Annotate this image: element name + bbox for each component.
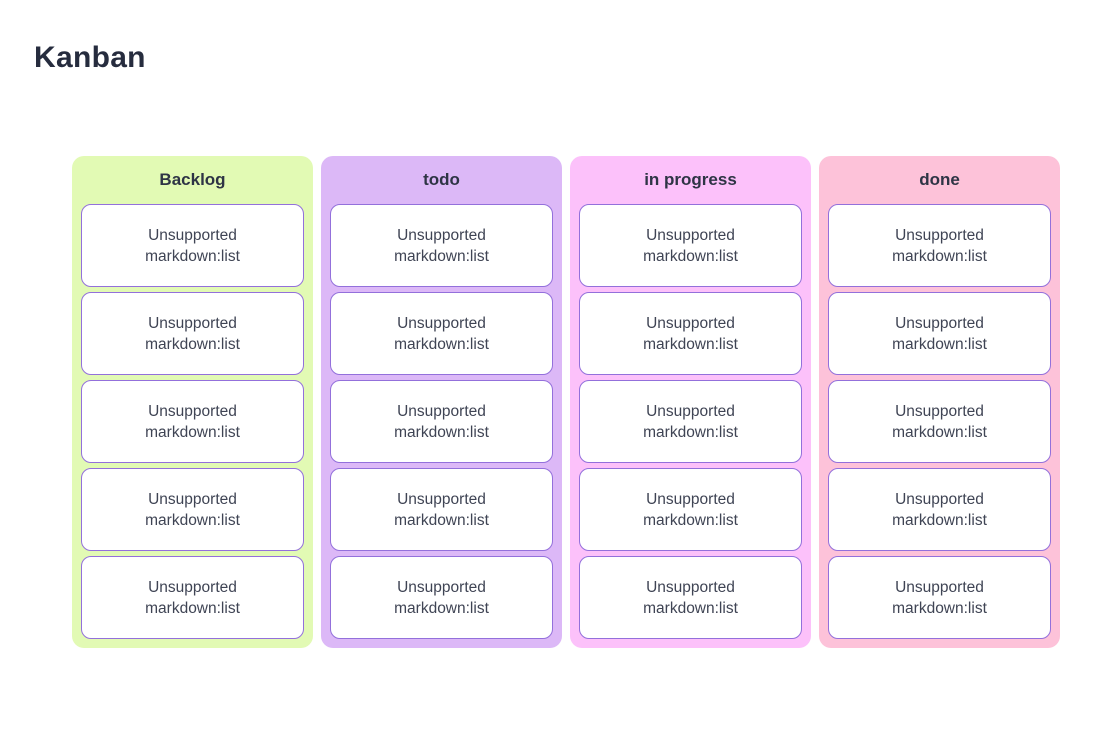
card-text-line: markdown:list (892, 423, 987, 441)
card-text-line: Unsupported (397, 314, 486, 332)
card-text-line: Unsupported (895, 578, 984, 596)
kanban-card[interactable]: Unsupported markdown:list (330, 204, 553, 287)
card-text-line: markdown:list (394, 335, 489, 353)
card-text-line: Unsupported (148, 578, 237, 596)
page-title: Kanban (34, 41, 146, 74)
card-text-line: markdown:list (892, 335, 987, 353)
card-text-line: markdown:list (145, 599, 240, 617)
column-title: done (919, 170, 960, 189)
card-text-line: Unsupported (148, 314, 237, 332)
card-text-line: Unsupported (646, 226, 735, 244)
card-text-line: markdown:list (643, 511, 738, 529)
card-text-line: Unsupported (646, 314, 735, 332)
card-text-line: Unsupported (895, 314, 984, 332)
kanban-card[interactable]: Unsupported markdown:list (81, 468, 304, 551)
card-text-line: Unsupported (148, 402, 237, 420)
card-text-line: Unsupported (895, 490, 984, 508)
card-text-line: Unsupported (397, 490, 486, 508)
card-text-line: markdown:list (643, 335, 738, 353)
card-text-line: markdown:list (145, 335, 240, 353)
card-text-line: markdown:list (643, 247, 738, 265)
card-text-line: markdown:list (394, 511, 489, 529)
card-text-line: markdown:list (394, 599, 489, 617)
card-text-line: Unsupported (397, 226, 486, 244)
card-text-line: markdown:list (892, 599, 987, 617)
card-text-line: markdown:list (145, 511, 240, 529)
kanban-card[interactable]: Unsupported markdown:list (579, 204, 802, 287)
kanban-card[interactable]: Unsupported markdown:list (579, 556, 802, 639)
kanban-card[interactable]: Unsupported markdown:list (828, 204, 1051, 287)
column-title: todo (423, 170, 460, 189)
kanban-card[interactable]: Unsupported markdown:list (828, 292, 1051, 375)
kanban-card[interactable]: Unsupported markdown:list (579, 380, 802, 463)
kanban-card[interactable]: Unsupported markdown:list (579, 292, 802, 375)
kanban-card[interactable]: Unsupported markdown:list (330, 556, 553, 639)
kanban-card[interactable]: Unsupported markdown:list (330, 468, 553, 551)
card-text-line: markdown:list (394, 423, 489, 441)
card-text-line: markdown:list (145, 423, 240, 441)
card-text-line: markdown:list (643, 599, 738, 617)
card-text-line: Unsupported (646, 578, 735, 596)
kanban-card[interactable]: Unsupported markdown:list (828, 380, 1051, 463)
column-title: in progress (644, 170, 737, 189)
card-text-line: Unsupported (148, 490, 237, 508)
card-text-line: Unsupported (397, 402, 486, 420)
card-text-line: markdown:list (145, 247, 240, 265)
card-text-line: markdown:list (892, 511, 987, 529)
kanban-card[interactable]: Unsupported markdown:list (81, 204, 304, 287)
column-title: Backlog (159, 170, 226, 189)
kanban-card[interactable]: Unsupported markdown:list (81, 292, 304, 375)
card-text-line: Unsupported (397, 578, 486, 596)
card-text-line: Unsupported (148, 226, 237, 244)
card-text-line: Unsupported (646, 490, 735, 508)
card-text-line: markdown:list (892, 247, 987, 265)
kanban-card[interactable]: Unsupported markdown:list (81, 556, 304, 639)
card-text-line: Unsupported (895, 226, 984, 244)
kanban-card[interactable]: Unsupported markdown:list (828, 468, 1051, 551)
kanban-card[interactable]: Unsupported markdown:list (828, 556, 1051, 639)
card-text-line: markdown:list (394, 247, 489, 265)
card-text-line: Unsupported (646, 402, 735, 420)
kanban-card[interactable]: Unsupported markdown:list (579, 468, 802, 551)
card-text-line: markdown:list (643, 423, 738, 441)
card-text-line: Unsupported (895, 402, 984, 420)
kanban-card[interactable]: Unsupported markdown:list (330, 380, 553, 463)
kanban-card[interactable]: Unsupported markdown:list (81, 380, 304, 463)
kanban-card[interactable]: Unsupported markdown:list (330, 292, 553, 375)
